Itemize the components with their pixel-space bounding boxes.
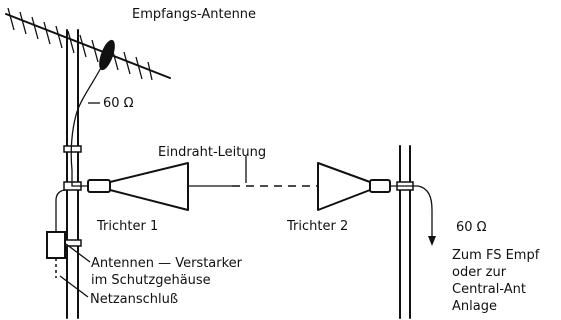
amplifier-leader [65, 243, 91, 263]
output-cable [390, 185, 433, 240]
destination-line3: Central-Ant [452, 282, 526, 297]
amplifier-label-line2: im Schutzgehäuse [91, 273, 211, 288]
receiving-antenna [5, 7, 171, 81]
impedance-top-label: 60 Ω [103, 96, 134, 111]
left-mast [63, 29, 82, 319]
power-leader [59, 275, 89, 298]
power-label: Netzanschluß [90, 292, 178, 307]
horn-1-label: Trichter 1 [96, 219, 158, 234]
coax-cable [70, 63, 104, 187]
destination-line4: Anlage [452, 299, 497, 314]
antenna-title: Empfangs-Antenne [132, 7, 256, 22]
wire-label: Eindraht-Leitung [158, 145, 266, 160]
right-mast [396, 145, 414, 319]
horn-2 [317, 162, 391, 211]
output-arrow [428, 236, 436, 246]
destination-line1: Zum FS Empf [452, 248, 540, 263]
destination-line2: oder zur [452, 265, 507, 280]
horn-1 [87, 162, 189, 211]
amplifier-housing [46, 189, 67, 278]
impedance-right-label: 60 Ω [456, 220, 487, 235]
horn-2-label: Trichter 2 [286, 219, 348, 234]
amplifier-label-line1: Antennen — Verstarker [91, 256, 243, 271]
single-wire-line [188, 156, 318, 187]
